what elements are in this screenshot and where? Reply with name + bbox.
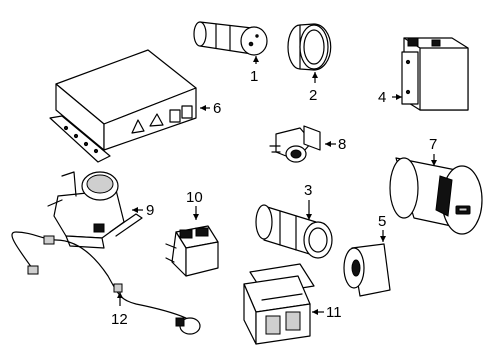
callout-11: 11: [326, 304, 342, 321]
part-10-switch-block: [165, 225, 219, 277]
callout-8: 8: [338, 136, 346, 153]
callout-1: 1: [250, 68, 258, 85]
part-3-cylinder-sensor: [255, 204, 333, 259]
callout-7: 7: [429, 136, 437, 153]
callout-2: 2: [309, 87, 317, 104]
part-9-joystick-controller: [47, 171, 143, 249]
callout-4: 4: [378, 89, 386, 106]
part-1-cylinder-sensor: [193, 21, 268, 56]
part-5-cap: [343, 243, 391, 297]
part-4-bracket-box: [401, 37, 469, 111]
callout-6: 6: [213, 100, 221, 117]
part-6-control-module: [49, 49, 197, 163]
part-12-wiring-harness: [11, 231, 201, 335]
part-8-small-sensor: [269, 125, 321, 163]
part-11-console-box: [243, 263, 315, 345]
part-7-usb-port-cylinder: [389, 157, 483, 235]
callout-5: 5: [378, 213, 386, 230]
callout-10: 10: [186, 189, 203, 206]
callout-12: 12: [111, 311, 128, 328]
part-2-round-knob: [287, 23, 332, 71]
callout-9: 9: [146, 202, 154, 219]
callout-3: 3: [304, 182, 312, 199]
